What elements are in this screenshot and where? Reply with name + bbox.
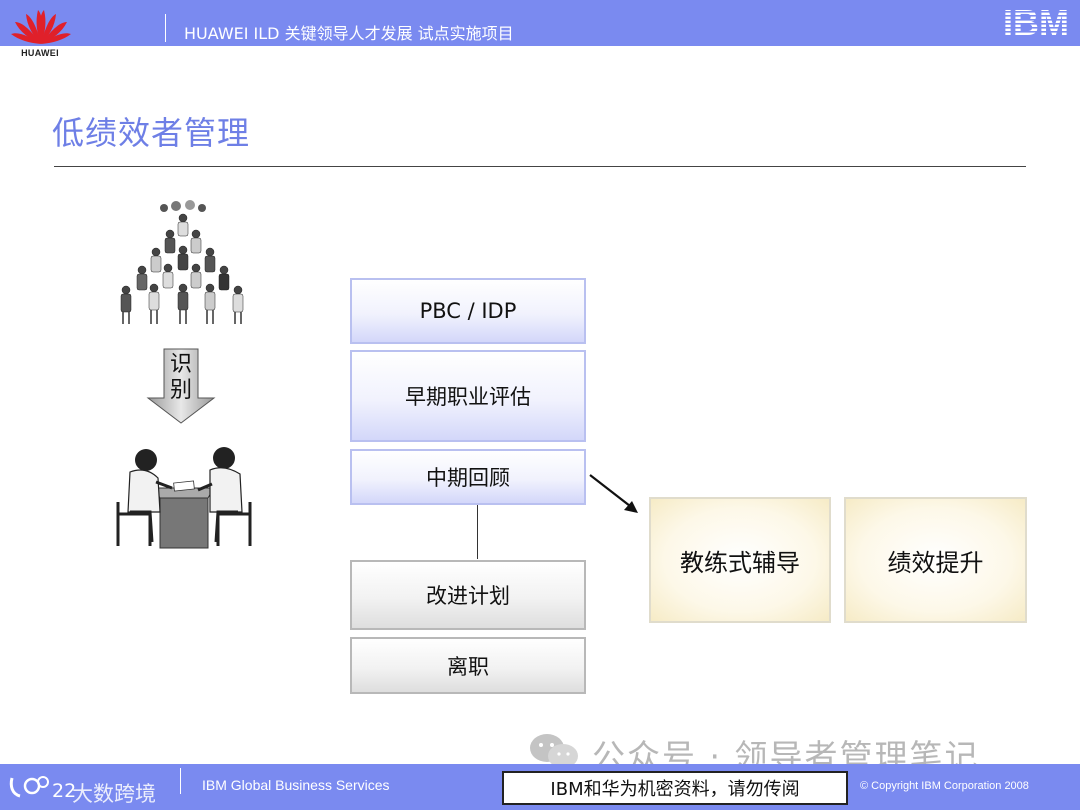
performance-improvement-box: 绩效提升 (844, 497, 1027, 623)
footer-brand-text: 大数跨境 (72, 782, 156, 806)
footer-service-text: IBM Global Business Services (202, 777, 390, 793)
resignation-box: 离职 (350, 637, 586, 694)
confidential-notice: IBM和华为机密资料，请勿传阅 (502, 771, 848, 805)
diagonal-arrow-icon (589, 474, 638, 513)
improvement-plan-box: 改进计划 (350, 560, 586, 630)
identify-label-char-2: 别 (169, 378, 192, 403)
header-bar (0, 0, 1080, 46)
meeting-icon (116, 447, 252, 549)
copyright-text: © Copyright IBM Corporation 2008 (860, 780, 1029, 792)
identify-label: 识 别 (166, 352, 196, 404)
down-arrow-icon (146, 348, 216, 424)
title-divider (54, 166, 1026, 167)
huawei-logo-icon (11, 10, 71, 44)
huawei-wordmark: HUAWEI (21, 48, 59, 58)
footer-brand-logo-icon (9, 776, 49, 798)
people-pyramid-icon (120, 200, 244, 324)
page-title: 低绩效者管理 (52, 114, 251, 152)
early-career-assessment-box: 早期职业评估 (350, 350, 586, 442)
identify-label-char-1: 识 (169, 352, 192, 377)
svg-text:IBM: IBM (1003, 4, 1069, 38)
footer-divider (180, 768, 181, 794)
header-divider (165, 14, 166, 42)
connector-line (477, 505, 478, 559)
header-title: HUAWEI ILD 关键领导人才发展 试点实施项目 (184, 24, 514, 43)
page-number: 22 (52, 780, 77, 802)
mid-term-review-box: 中期回顾 (350, 449, 586, 505)
ibm-logo-icon: IBM (1003, 4, 1069, 38)
pbc-idp-box: PBC / IDP (350, 278, 586, 344)
wechat-icon (530, 734, 578, 768)
coaching-box: 教练式辅导 (649, 497, 831, 623)
